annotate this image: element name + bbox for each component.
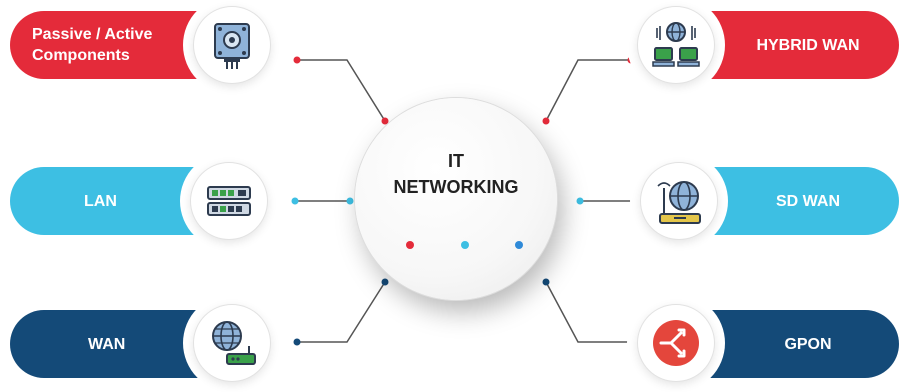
connector-dot bbox=[293, 56, 301, 64]
node-label-passive-active: Passive / Active Components bbox=[32, 26, 153, 64]
node-label-sd-wan: SD WAN bbox=[776, 192, 840, 210]
node-ring-hybrid-wan bbox=[627, 0, 725, 94]
node-ring-gpon bbox=[627, 294, 725, 392]
connector-dot bbox=[346, 197, 354, 205]
node-label-lan: LAN bbox=[84, 192, 117, 210]
globe-router-icon bbox=[205, 316, 259, 370]
connector-hybrid-wan bbox=[545, 59, 631, 122]
connector-passive-active bbox=[297, 59, 386, 122]
node-label-hybrid-wan: HYBRID WAN bbox=[756, 36, 860, 54]
connector-wan bbox=[297, 281, 386, 343]
hub-dot-blue bbox=[515, 241, 523, 249]
hub-dot-red bbox=[406, 241, 414, 249]
connector-dot bbox=[291, 197, 299, 205]
connector-dot bbox=[381, 278, 389, 286]
node-ring-wan bbox=[183, 294, 281, 392]
hub-circle bbox=[355, 98, 557, 300]
connector-dot bbox=[293, 338, 301, 346]
globe-antenna-icon bbox=[652, 174, 706, 228]
connector-dot bbox=[542, 278, 550, 286]
node-label-wan: WAN bbox=[88, 335, 126, 353]
node-ring-passive-active bbox=[183, 0, 281, 94]
network-switch-icon bbox=[202, 174, 256, 228]
connector-dot bbox=[542, 117, 550, 125]
node-ring-sd-wan bbox=[630, 152, 728, 250]
circuit-board-icon bbox=[205, 18, 259, 72]
connector-dot bbox=[576, 197, 584, 205]
connector-gpon bbox=[545, 281, 631, 343]
node-label-gpon: GPON bbox=[784, 335, 832, 353]
split-arrow-icon bbox=[649, 316, 703, 370]
globe-computers-icon bbox=[649, 18, 703, 72]
connector-dot bbox=[381, 117, 389, 125]
node-ring-lan bbox=[180, 152, 278, 250]
hub-dot-cyan bbox=[461, 241, 469, 249]
